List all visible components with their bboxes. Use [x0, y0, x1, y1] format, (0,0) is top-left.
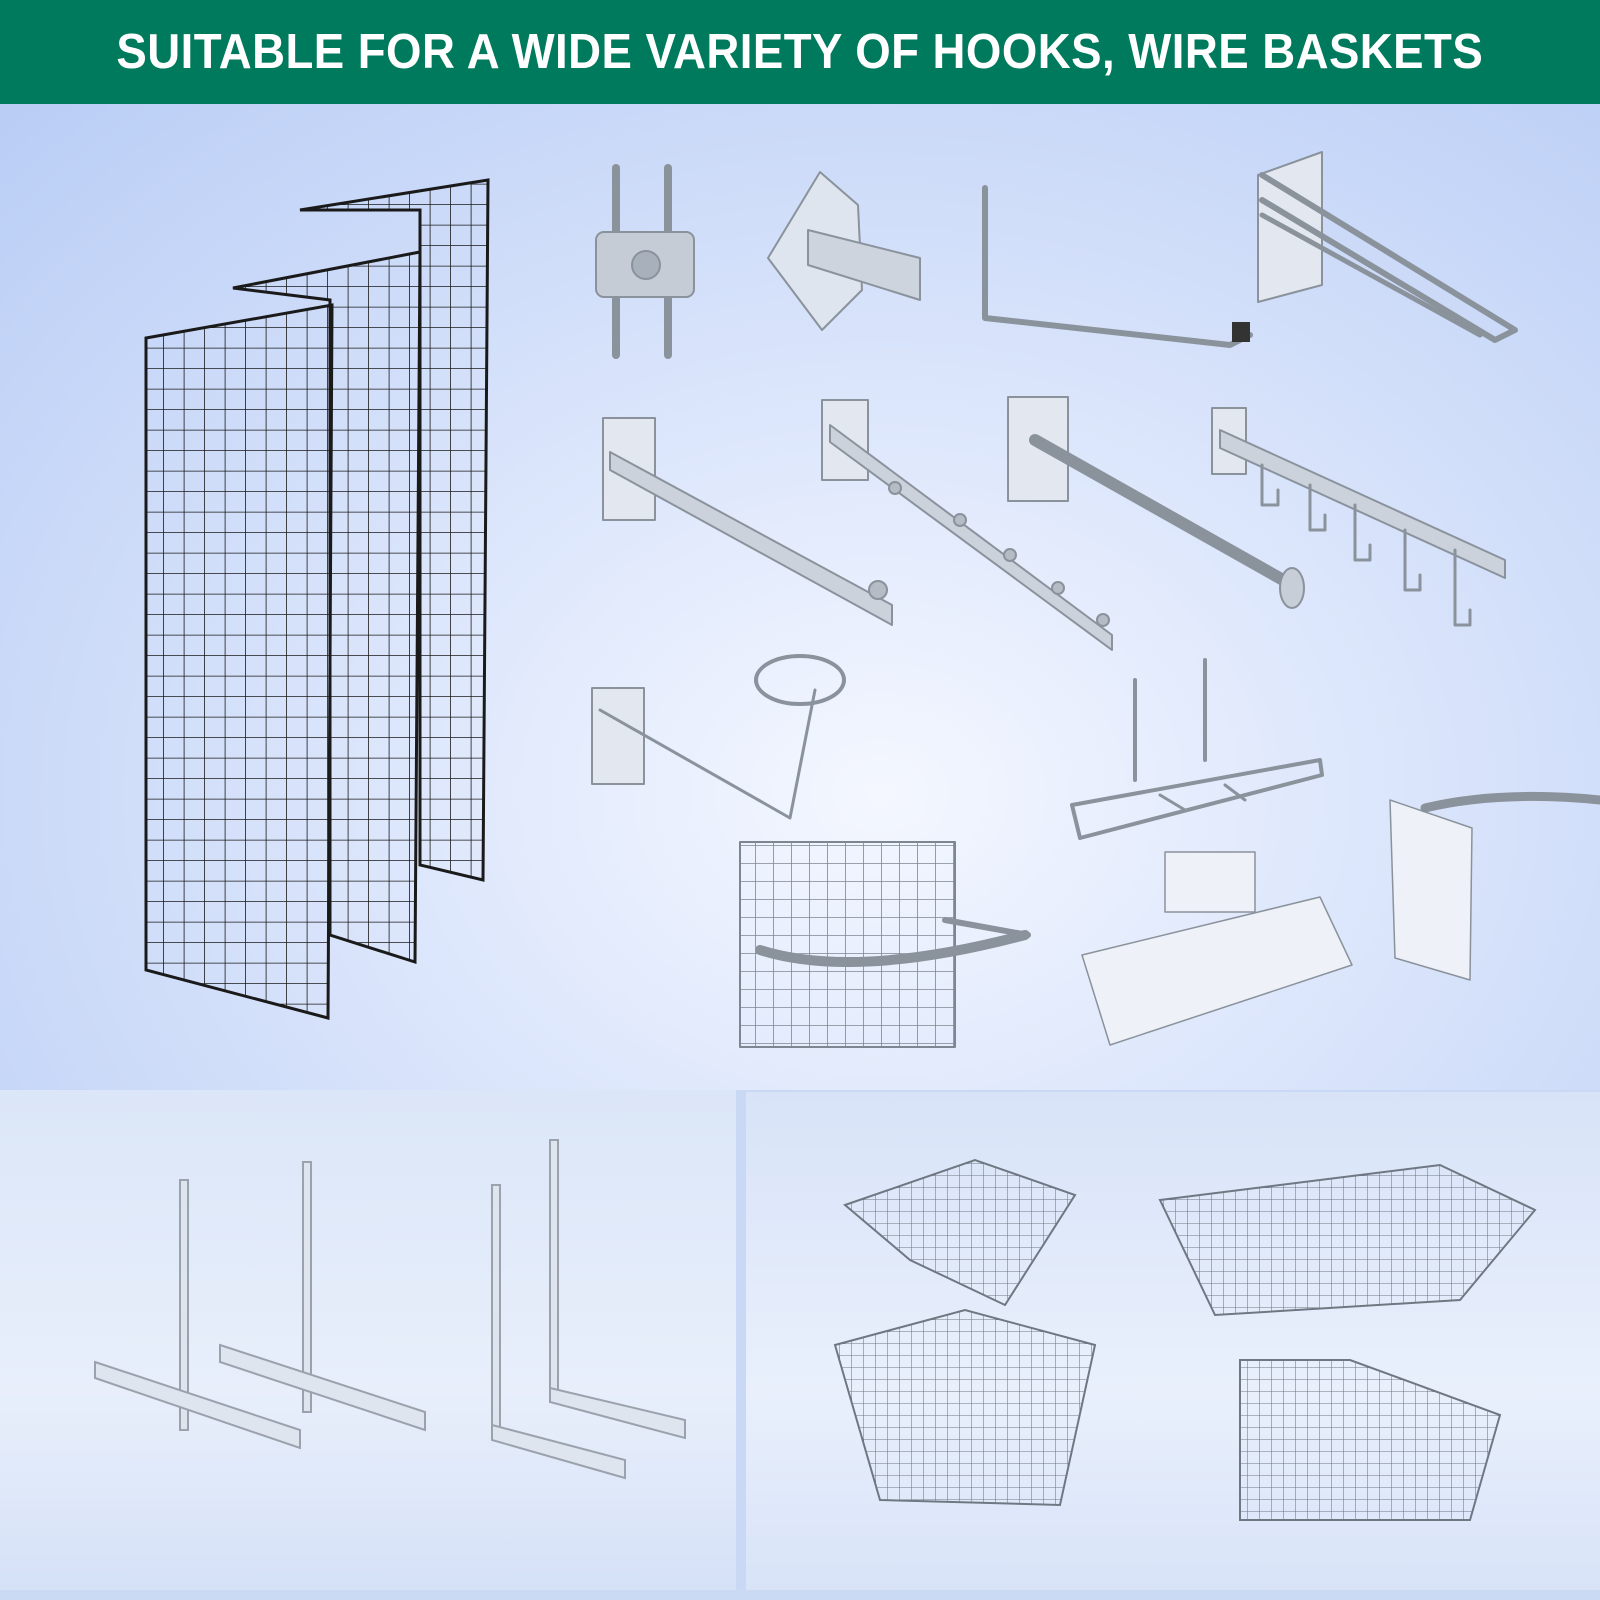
t-leg-1 [94, 1179, 301, 1450]
gridwall-panel-back [299, 178, 490, 882]
basket-4-on-grid [1239, 1359, 1502, 1521]
long-hook [982, 185, 1253, 348]
hooks [591, 151, 1600, 1048]
acrylic-shelf [1081, 851, 1353, 1046]
gridwall-hanger-rail [739, 841, 1031, 1048]
wire-shelf-hanger [1070, 658, 1324, 840]
bottom-strip [0, 1590, 1600, 1600]
t-legs [94, 1139, 686, 1480]
wire-baskets [833, 1158, 1537, 1521]
l-leg-1 [491, 1184, 626, 1480]
t-leg-2 [219, 1161, 426, 1432]
banner-title: SUITABLE FOR A WIDE VARIETY OF HOOKS, WI… [116, 25, 1484, 79]
gridwall-panels [144, 178, 490, 1020]
multi-hook-bar [1211, 407, 1506, 627]
basket-3 [833, 1308, 1097, 1507]
l-leg-2 [549, 1139, 686, 1440]
straight-faceout [602, 417, 893, 626]
basket-1 [843, 1158, 1077, 1307]
gridwall-panel-middle [232, 250, 422, 965]
waterfall-faceout [821, 399, 1113, 651]
sign-holder-hook [1389, 791, 1600, 981]
wall-bracket [767, 171, 921, 331]
title-banner: SUITABLE FOR A WIDE VARIETY OF HOOKS, WI… [0, 0, 1600, 104]
round-bar-faceout [1007, 396, 1305, 609]
double-prong-hook [1257, 151, 1518, 343]
panel-connector [595, 164, 695, 359]
hat-hook [591, 654, 846, 820]
basket-2 [1158, 1163, 1537, 1317]
t-legs-panel [0, 1090, 736, 1590]
gridwall-panel-front [144, 303, 334, 1020]
